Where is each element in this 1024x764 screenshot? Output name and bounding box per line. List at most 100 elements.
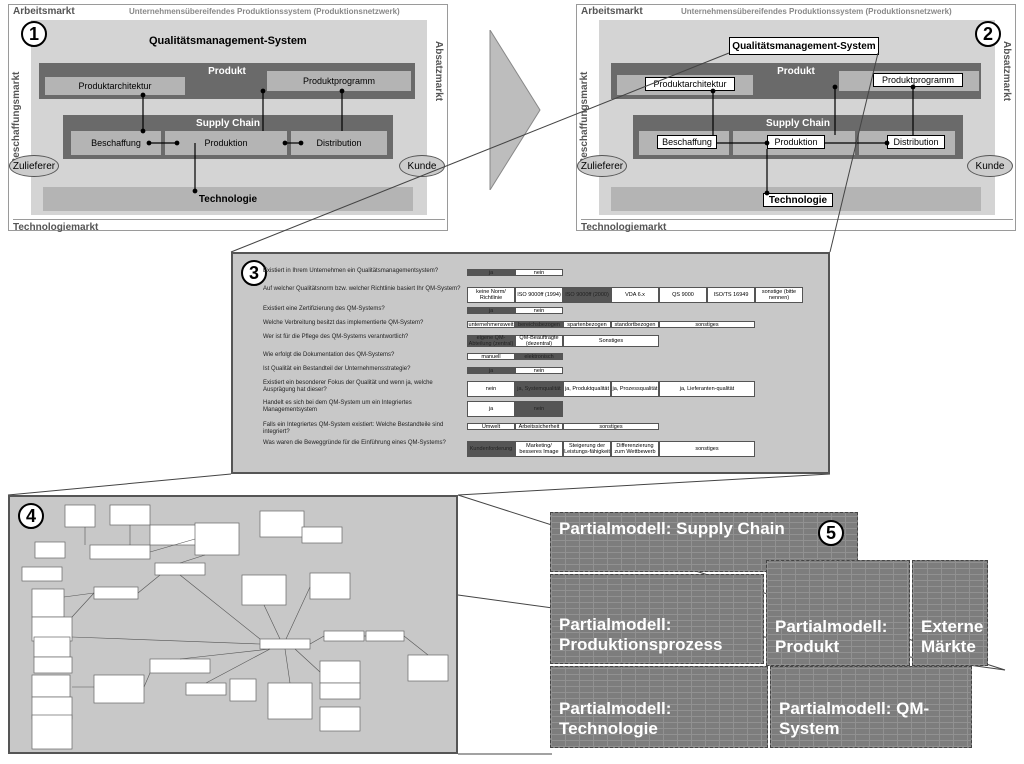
panel-2-system-model: Arbeitsmarkt Unternehmensübereifendes Pr… [576,4,1016,233]
answer-option[interactable]: ja, Systemqualität [515,381,563,397]
question-text: Was waren die Beweggründe für die Einfüh… [263,440,446,446]
arbeitsmarkt-label: Arbeitsmarkt [13,6,75,17]
transition-arrow [489,30,541,190]
panel-3-questionnaire: 3 Existiert in Ihrem Unternehmen ein Qua… [231,252,830,474]
technologie-block: Technologie [43,187,413,211]
answer-option[interactable]: VDA 6.x [611,287,659,303]
panel-1-connectors [140,88,345,194]
answer-option[interactable]: ja [467,307,515,314]
answer-option[interactable]: nein [515,367,563,374]
question-text: Existiert ein besonderer Fokus der Quali… [263,380,433,393]
panel-number-2: 2 [975,21,1001,47]
answer-option[interactable]: sonstiges [659,441,755,457]
answer-option[interactable]: QS 9000 [659,287,707,303]
answer-option[interactable]: nein [515,307,563,314]
network-label: Unternehmensübereifendes Produktionssyst… [681,7,952,16]
question-text: Wer ist für die Pflege des QM-Systems ve… [263,334,409,340]
answer-option[interactable]: manuell [467,353,515,360]
supply-chain-label: Supply Chain [766,118,830,129]
answer-option[interactable]: Arbeitssicherheit [515,423,563,430]
question-text: Ist Qualität ein Bestandteil der Unterne… [263,366,411,372]
answer-option[interactable]: Sonstiges [563,335,659,347]
technologiemarkt-label: Technologiemarkt [581,219,1013,233]
partial-model-technologie: Partialmodell: Technologie [550,666,768,748]
supply-chain-label: Supply Chain [196,118,260,129]
answer-option[interactable]: sonstiges [563,423,659,430]
answer-option[interactable]: spartenbezogen [563,321,611,328]
answer-option[interactable]: ja [467,367,515,374]
beschaffung-box: Beschaffung [657,135,717,149]
kunde-oval: Kunde [967,155,1013,177]
answer-option[interactable]: ja [467,401,515,417]
partial-model-produktionsprozess: Partialmodell: Produktionsprozess [550,574,764,664]
technologie-box: Technologie [763,193,833,207]
answer-option[interactable]: Steigerung der Leistungs-fähigkeit [563,441,611,457]
partial-model-qm-system: Partialmodell: QM-System [770,666,972,748]
zulieferer-oval: Zulieferer [577,155,627,177]
qm-system-box: Qualitätsmanagement-System [729,37,879,55]
qm-system-title: Qualitätsmanagement-System [149,35,307,47]
beschaffung-box: Beschaffung [71,131,161,155]
produktprogramm-box: Produktprogramm [267,71,411,91]
answer-option[interactable]: sonstige (bitte nennen) [755,287,803,303]
produktion-box: Produktion [165,131,287,155]
question-text: Auf welcher Qualitätsnorm bzw. welcher R… [263,286,461,292]
answer-option[interactable]: ISO 9000ff (1994) [515,287,563,303]
answer-option[interactable]: elektronisch [515,353,563,360]
partial-model-produkt-label: Partialmodell: Produkt [775,617,888,656]
answer-option[interactable]: ja, Produktqualität [563,381,611,397]
answer-option[interactable]: standortbezogen [611,321,659,328]
panel-number-4: 4 [18,503,44,529]
answer-option[interactable]: ja [467,269,515,276]
panel-1-system-model: Arbeitsmarkt Unternehmensübereifendes Pr… [8,4,448,233]
partial-model-technologie-label: Partialmodell: Technologie [559,699,672,738]
distribution-box: Distribution [291,131,387,155]
technologie-label: Technologie [198,193,258,205]
panel-number-3: 3 [241,260,267,286]
answer-option[interactable]: Marketing/ besseres Image [515,441,563,457]
panel-5-partial-models: Partialmodell: Supply Chain Partialmodel… [550,512,1010,760]
absatzmarkt-label: Absatzmarkt [433,41,444,102]
answer-option[interactable]: ja, Prozessqualität [611,381,659,397]
produktarchitektur-box: Produktarchitektur [645,77,735,91]
question-text: Existiert in Ihrem Unternehmen ein Quali… [263,268,439,274]
answer-option[interactable]: QM-Beauftragte (dezentral) [515,335,563,347]
distribution-box: Distribution [887,135,945,149]
network-label: Unternehmensübereifendes Produktionssyst… [129,7,400,16]
answer-option[interactable]: Differenzierung zum Wettbewerb [611,441,659,457]
answer-option[interactable]: ISO 9000ff (2000) [563,287,611,303]
answer-option[interactable]: ja, Lieferanten-qualität [659,381,755,397]
question-text: Welche Verbreitung besitzt das implement… [263,320,424,326]
answer-option[interactable]: ISO/TS 16949 [707,287,755,303]
answer-option[interactable]: Kundenforderung [467,441,515,457]
question-text: Handelt es sich bei dem QM-System um ein… [263,400,412,413]
zulieferer-oval: Zulieferer [9,155,59,177]
partial-model-produktionsprozess-label: Partialmodell: Produktionsprozess [559,615,723,654]
answer-option[interactable]: nein [515,401,563,417]
answer-option[interactable]: keine Norm/ Richtlinie [467,287,515,303]
produkt-label: Produkt [208,66,246,77]
absatzmarkt-label: Absatzmarkt [1001,41,1012,102]
partial-model-externe-maerkte-label: Externe Märkte [921,617,984,656]
produktarchitektur-box: Produktarchitektur [45,77,185,95]
technologiemarkt-label: Technologiemarkt [13,219,445,233]
answer-option[interactable]: bereichsbezogen [515,321,563,328]
question-text: Existiert eine Zertifizierung des QM-Sys… [263,306,385,312]
answer-option[interactable]: nein [515,269,563,276]
produkt-label: Produkt [777,66,815,77]
arbeitsmarkt-label: Arbeitsmarkt [581,6,643,17]
panel-4-information-model: 4 [8,495,458,754]
answer-option[interactable]: eigene QM-Abteilung (zentral) [467,335,515,347]
panel-number-1: 1 [21,21,47,47]
answer-option[interactable]: Umwelt [467,423,515,430]
question-text: Wie erfolgt die Dokumentation des QM-Sys… [263,352,395,358]
partial-model-qm-system-label: Partialmodell: QM-System [779,699,930,738]
answer-option[interactable]: nein [467,381,515,397]
partial-model-supply-chain-label: Partialmodell: Supply Chain [559,519,785,538]
panel-number-5: 5 [818,520,844,546]
uml-class-diagram [21,504,449,750]
partial-model-externe-maerkte: Externe Märkte [912,560,988,666]
answer-option[interactable]: unternehmensweit [467,321,515,328]
question-text: Falls ein Integriertes QM-System existie… [263,422,444,435]
answer-option[interactable]: sonstiges [659,321,755,328]
